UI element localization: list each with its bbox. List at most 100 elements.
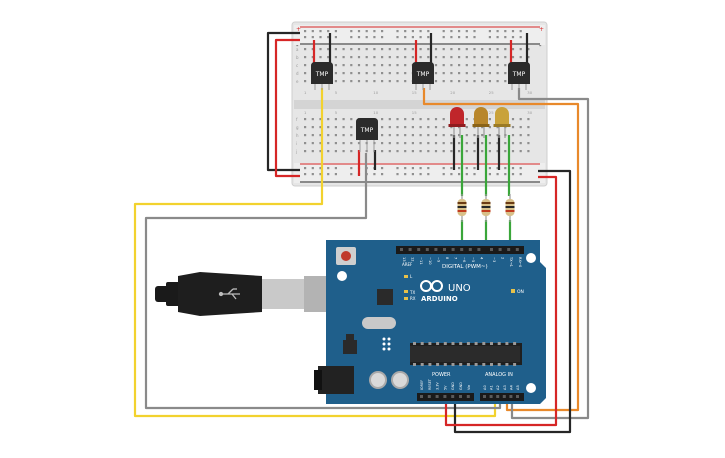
digital-pin[interactable] <box>425 248 429 251</box>
tmp-sensor-1[interactable]: TMP <box>311 62 333 90</box>
column-number: 25 <box>489 90 494 95</box>
black-wire-left-rail[interactable] <box>266 31 300 172</box>
led-orange[interactable] <box>472 107 490 138</box>
digital-section-label: DIGITAL (PWM~) <box>442 264 488 270</box>
led-yellow[interactable] <box>493 107 511 138</box>
tmp-sensor-4[interactable]: TMP <box>356 118 378 152</box>
usb-symbol-icon <box>218 288 240 300</box>
analog-pin-label: A4 <box>509 385 513 390</box>
row-letter: d <box>296 71 299 76</box>
digital-pin-label: 8 <box>445 257 449 260</box>
digital-pin[interactable] <box>515 248 519 251</box>
power-pin[interactable] <box>420 395 423 398</box>
digital-pin[interactable] <box>408 248 412 251</box>
orange-wire-sensor2-a2[interactable] <box>422 88 580 412</box>
tmp-sensor-2[interactable]: TMP <box>412 62 434 90</box>
digital-pin-label: ~3 <box>492 257 496 262</box>
leds <box>448 107 511 138</box>
digital-pin[interactable] <box>434 248 438 251</box>
power-jack[interactable] <box>314 366 354 394</box>
power-pin-label: 3.3V <box>436 382 440 390</box>
row-letter: a <box>296 47 299 52</box>
row-letter: f <box>296 117 298 122</box>
power-pin-label: RESET <box>428 378 432 390</box>
power-pins <box>420 395 470 398</box>
column-number: 10 <box>373 110 378 115</box>
digital-pin[interactable] <box>490 248 493 251</box>
digital-pin[interactable] <box>460 248 464 251</box>
tx-led-label: TX <box>409 290 415 295</box>
rx-led <box>404 297 408 300</box>
digital-pin[interactable] <box>477 248 481 251</box>
mount-hole <box>526 253 536 263</box>
gray-wire-sensor4-a1[interactable] <box>144 153 502 410</box>
analog-pin[interactable] <box>502 395 506 398</box>
digital-pin[interactable] <box>400 248 403 251</box>
column-number: 5 <box>335 110 338 115</box>
yellow-wire-sensor1-a0[interactable] <box>133 88 497 418</box>
resistor-1[interactable] <box>457 194 467 222</box>
digital-pins <box>400 248 519 251</box>
digital-pin[interactable] <box>507 248 511 251</box>
row-letter: j <box>295 149 297 154</box>
digital-header <box>396 246 524 254</box>
rail-minus-label-right: - <box>539 42 542 50</box>
power-pin[interactable] <box>451 395 455 398</box>
led-red[interactable] <box>448 107 466 138</box>
power-pin[interactable] <box>435 395 439 398</box>
power-pin[interactable] <box>466 395 470 398</box>
analog-pin[interactable] <box>516 395 519 398</box>
resistor-2[interactable] <box>481 194 491 222</box>
black-wire-gnd[interactable] <box>453 169 572 434</box>
usb-cable[interactable] <box>155 272 340 316</box>
arduino-brand: ARDUINO <box>421 295 458 303</box>
analog-pin[interactable] <box>509 395 513 398</box>
column-number: 20 <box>450 90 455 95</box>
analog-pin-label: A3 <box>503 385 507 390</box>
resistor-3[interactable] <box>505 194 515 222</box>
analog-pin[interactable] <box>496 395 500 398</box>
reset-button[interactable] <box>336 247 356 265</box>
column-number: 1 <box>304 110 307 115</box>
red-wire-left-rail[interactable] <box>274 38 300 178</box>
analog-pin[interactable] <box>489 395 493 398</box>
tx-led <box>404 290 408 293</box>
digital-pin[interactable] <box>451 248 455 251</box>
power-pin[interactable] <box>427 395 431 398</box>
crystal <box>362 317 396 329</box>
arduino-logo-icon <box>420 280 443 292</box>
gray-wire-sensor3-a3[interactable] <box>510 88 590 420</box>
breadboard-center-channel <box>294 100 545 109</box>
digital-pin[interactable] <box>443 248 446 251</box>
digital-pin[interactable] <box>468 248 472 251</box>
row-letter: g <box>296 125 299 130</box>
digital-pin-label: ~10 <box>428 257 432 265</box>
red-wire-5v[interactable] <box>444 175 558 427</box>
digital-pin[interactable] <box>417 248 421 251</box>
column-number: 15 <box>412 90 417 95</box>
power-pin[interactable] <box>459 395 462 398</box>
icsp-header <box>382 337 391 351</box>
analog-section-label: ANALOG IN <box>485 372 513 378</box>
l-led-label: L <box>410 274 413 279</box>
digital-pin-label: 12 <box>411 257 415 262</box>
digital-pin[interactable] <box>498 248 502 251</box>
rail-plus-label-right: + <box>539 26 544 33</box>
capacitor-2 <box>391 371 409 389</box>
power-pin[interactable] <box>443 395 447 398</box>
column-number: 30 <box>527 110 532 115</box>
atmega-chip <box>410 342 522 366</box>
aref-label: AREF <box>402 262 413 267</box>
row-letter: i <box>296 141 297 146</box>
tmp-sensor-1-label: TMP <box>315 71 329 78</box>
tmp-sensor-3[interactable]: TMP <box>508 62 530 90</box>
tmp-sensor-4-label: TMP <box>360 127 374 134</box>
digital-pin-label: 13 <box>402 257 406 262</box>
power-pin-label: IOREF <box>420 380 424 390</box>
analog-pin[interactable] <box>483 395 486 398</box>
temperature-sensors: TMP TMP TMP TMP <box>311 62 530 152</box>
